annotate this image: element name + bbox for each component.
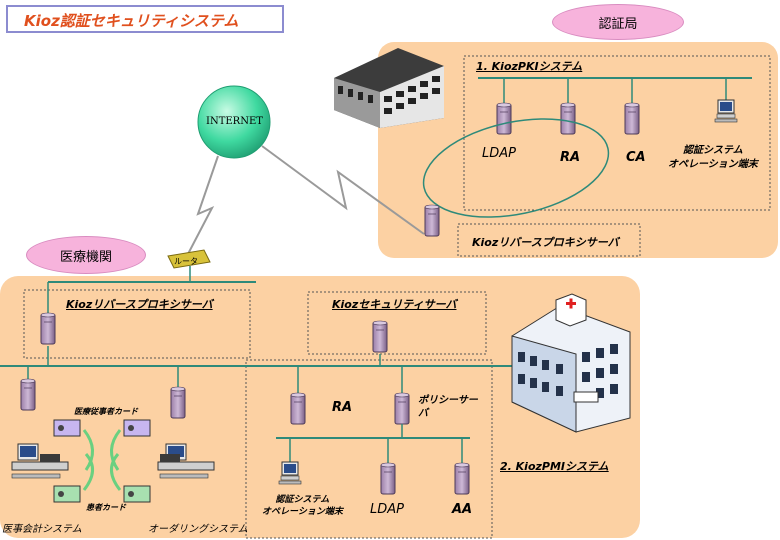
ca-link-loop: [422, 118, 610, 218]
internet-label: INTERNET: [206, 116, 263, 127]
hospital-proxy-box: [23, 289, 251, 359]
ca-proxy-server-icon: [424, 204, 440, 237]
ordering-system-label: オーダリングシステム: [148, 524, 248, 535]
pmi-terminal-label: 認証システム オペレーション端末: [262, 495, 343, 517]
hospital-panel: [0, 276, 640, 538]
ca-ra-label: RA: [560, 150, 581, 165]
security-server-icon: [372, 320, 388, 353]
hospital-proxy-server-icon: [40, 312, 56, 345]
patient-card-icon-left: [53, 485, 81, 503]
ldap-server-icon: [496, 102, 512, 135]
hospital-building-icon: [511, 293, 631, 433]
hospital-proxy-label: Kiozリバースプロキシサーバ: [66, 298, 213, 311]
pmi-ldap-server-icon: [380, 462, 396, 495]
ca-server-icon: [624, 102, 640, 135]
ca-proxy-box: [457, 223, 641, 257]
ca-ldap-label: LDAP: [482, 146, 516, 161]
staff-card-label: 医療従事者カード: [74, 407, 138, 416]
policy-server-label: ポリシーサー バ: [418, 395, 478, 419]
staff-card-icon-left: [53, 419, 81, 437]
ra-server-icon: [560, 102, 576, 135]
patient-card-label: 患者カード: [86, 503, 126, 512]
accounting-system-label: 医事会計システム: [2, 524, 82, 535]
policy-server-icon: [394, 392, 410, 425]
pmi-terminal-icon: [278, 461, 302, 485]
title-box: [6, 5, 284, 33]
ca-building-icon: [334, 48, 444, 128]
router-label: ルータ: [174, 257, 198, 266]
pki-system-label: 1. KiozPKIシステム: [476, 60, 583, 73]
security-server-label: Kiozセキュリティサーバ: [332, 298, 457, 311]
internet-globe-icon: [197, 85, 271, 159]
aa-label: AA: [452, 502, 473, 517]
hospital-label: 医療機関: [26, 236, 146, 274]
accounting-workstation-icon: [11, 443, 69, 479]
ca-site-label: 認証局: [552, 4, 684, 40]
pmi-system-label: 2. KiozPMIシステム: [500, 460, 609, 473]
pmi-ra-label: RA: [332, 400, 353, 415]
security-server-box: [307, 291, 487, 355]
accounting-server-icon: [20, 378, 36, 411]
lightning-link-router: [187, 155, 219, 255]
page-title: Kioz認証セキュリティシステム: [24, 12, 239, 30]
card-flow-arrows: [82, 429, 122, 491]
ordering-workstation-icon: [157, 443, 215, 479]
ca-ca-label: CA: [626, 150, 646, 165]
staff-card-icon-right: [123, 419, 151, 437]
pmi-ldap-label: LDAP: [370, 502, 404, 517]
pki-system-box: [463, 55, 771, 211]
ca-proxy-label: Kiozリバースプロキシサーバ: [472, 236, 619, 249]
lightning-link-ca: [261, 145, 425, 235]
router-icon: [167, 249, 211, 269]
patient-card-icon-right: [123, 485, 151, 503]
pmi-ra-server-icon: [290, 392, 306, 425]
aa-server-icon: [454, 462, 470, 495]
ca-site-panel: [378, 42, 778, 258]
ordering-server-icon: [170, 386, 186, 419]
ca-terminal-label: 認証システム オペレーション端末: [668, 145, 758, 170]
